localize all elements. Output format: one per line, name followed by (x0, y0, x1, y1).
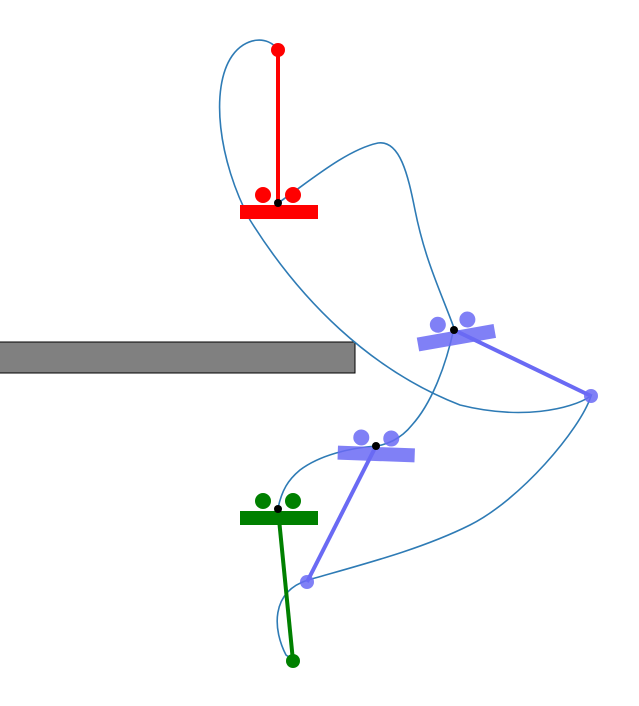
pivot (372, 442, 380, 450)
pivot (450, 326, 458, 334)
pole-tip (300, 575, 314, 589)
cart-wheel-left (353, 429, 370, 446)
pole (305, 445, 378, 583)
cart-trajectory (277, 142, 455, 509)
obstacle-wall (0, 341, 356, 374)
cart-wheel-right (383, 430, 400, 447)
cart-wheel-left (255, 493, 271, 509)
pole (453, 328, 592, 398)
cartpole-frame-end (240, 493, 318, 668)
cart-wheel-right (285, 493, 301, 509)
pole (276, 508, 295, 662)
trajectories (218, 39, 593, 661)
cartpole-frame-start (240, 43, 318, 219)
pivot (274, 199, 282, 207)
cart-wheel-left (429, 316, 446, 333)
cart-wheel-left (255, 187, 271, 203)
pole-tip (286, 654, 300, 668)
pivot (274, 505, 282, 513)
cart-wheel-right (285, 187, 301, 203)
pole-tip-trajectory (218, 39, 593, 661)
cart-wheel-right (459, 311, 476, 328)
cartpole-frame-intermediate-1 (416, 311, 598, 403)
cart-body (337, 445, 415, 463)
cart-body (416, 324, 496, 352)
cartpole-frame-intermediate-2 (300, 429, 415, 589)
cart-body (240, 205, 318, 219)
pole-tip (271, 43, 285, 57)
pole-tip (584, 389, 598, 403)
